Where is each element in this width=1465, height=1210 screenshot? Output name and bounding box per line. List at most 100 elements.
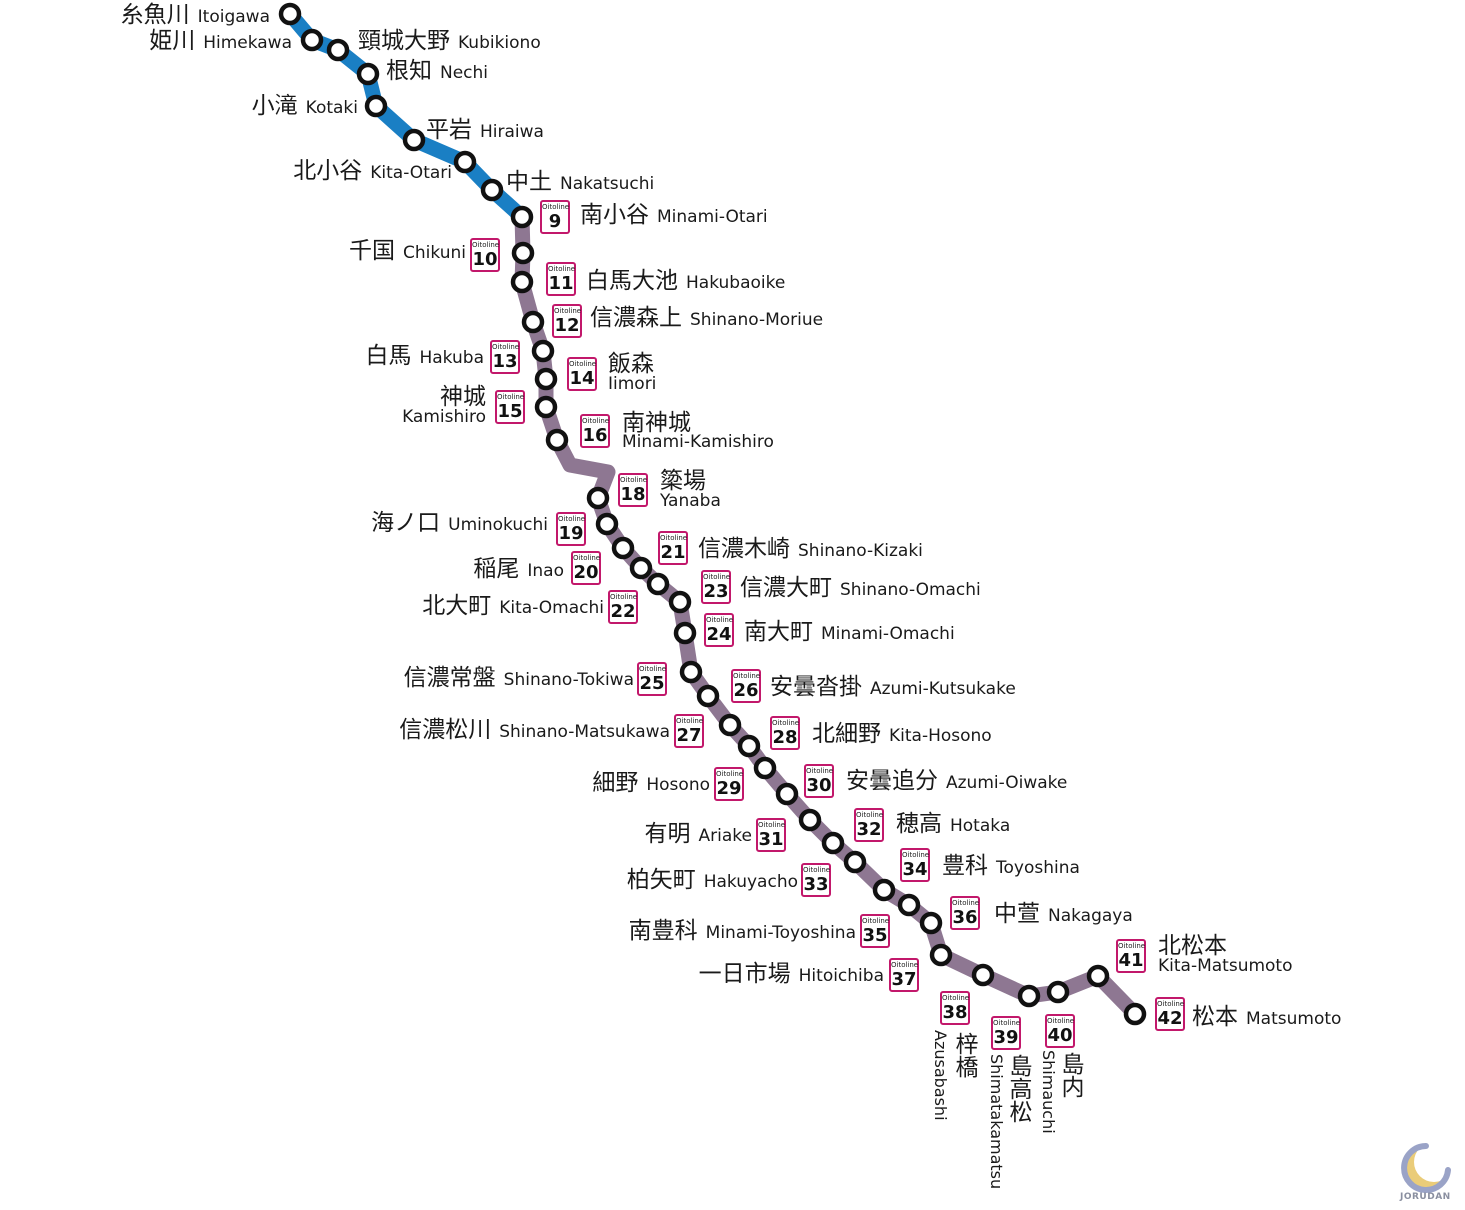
station-marker[interactable] xyxy=(919,911,943,935)
station-marker[interactable] xyxy=(534,395,558,419)
station-marker[interactable] xyxy=(453,150,477,174)
station-marker[interactable] xyxy=(679,660,703,684)
station-name-en: Hitoichiba xyxy=(798,966,884,986)
station-number: 35 xyxy=(862,925,888,946)
station-marker[interactable] xyxy=(326,38,350,62)
station-marker[interactable] xyxy=(775,782,799,806)
station-marker[interactable] xyxy=(364,94,388,118)
station-marker[interactable] xyxy=(872,878,896,902)
station-marker[interactable] xyxy=(971,963,995,987)
station-marker[interactable] xyxy=(718,713,742,737)
station-number: 26 xyxy=(733,680,759,701)
station-marker[interactable] xyxy=(929,943,953,967)
station-marker[interactable] xyxy=(737,734,761,758)
station-number: 40 xyxy=(1047,1025,1073,1046)
station-marker[interactable] xyxy=(798,808,822,832)
station-marker[interactable] xyxy=(646,572,670,596)
station-marker[interactable] xyxy=(1123,1002,1147,1026)
station-number: 20 xyxy=(573,562,599,583)
station-marker[interactable] xyxy=(668,590,692,614)
station-marker[interactable] xyxy=(480,178,504,202)
station-marker[interactable] xyxy=(843,850,867,874)
station-number: 24 xyxy=(706,624,732,645)
station-marker[interactable] xyxy=(611,536,635,560)
station-number: 18 xyxy=(620,484,646,505)
station-marker[interactable] xyxy=(696,684,720,708)
station-marker[interactable] xyxy=(521,310,545,334)
station-number: 34 xyxy=(902,859,928,880)
station-marker[interactable] xyxy=(821,831,845,855)
badge-line-label: Oitoline xyxy=(492,343,520,351)
station-marker[interactable] xyxy=(1046,980,1070,1004)
station-marker[interactable] xyxy=(531,339,555,363)
station-marker[interactable] xyxy=(753,756,777,780)
station-name-en: Shimatakamatsu xyxy=(987,1054,1006,1190)
station-marker[interactable] xyxy=(673,621,697,645)
station-marker[interactable] xyxy=(510,270,534,294)
station-marker[interactable] xyxy=(511,241,535,265)
station-marker[interactable] xyxy=(897,893,921,917)
station-marker[interactable] xyxy=(586,486,610,510)
station-marker[interactable] xyxy=(545,428,569,452)
station-name-en: Uminokuchi xyxy=(448,515,548,535)
station-marker[interactable] xyxy=(629,556,653,580)
station-marker[interactable] xyxy=(1017,984,1041,1008)
badge-line-label: Oitoline xyxy=(1047,1017,1075,1025)
badge-line-label: Oitoline xyxy=(569,360,597,368)
station-name-en: Hosono xyxy=(646,775,710,795)
station-marker[interactable] xyxy=(534,367,558,391)
station-marker[interactable] xyxy=(356,62,380,86)
station-marker[interactable] xyxy=(595,512,619,536)
station-marker[interactable] xyxy=(402,128,426,152)
station-number: 30 xyxy=(806,775,832,796)
station-marker[interactable] xyxy=(1086,964,1110,988)
station-marker[interactable] xyxy=(278,2,302,26)
station-marker[interactable] xyxy=(300,28,324,52)
station-marker[interactable] xyxy=(510,205,534,229)
badge-line-label: Oitoline xyxy=(772,719,800,727)
station-number: 37 xyxy=(891,969,917,990)
